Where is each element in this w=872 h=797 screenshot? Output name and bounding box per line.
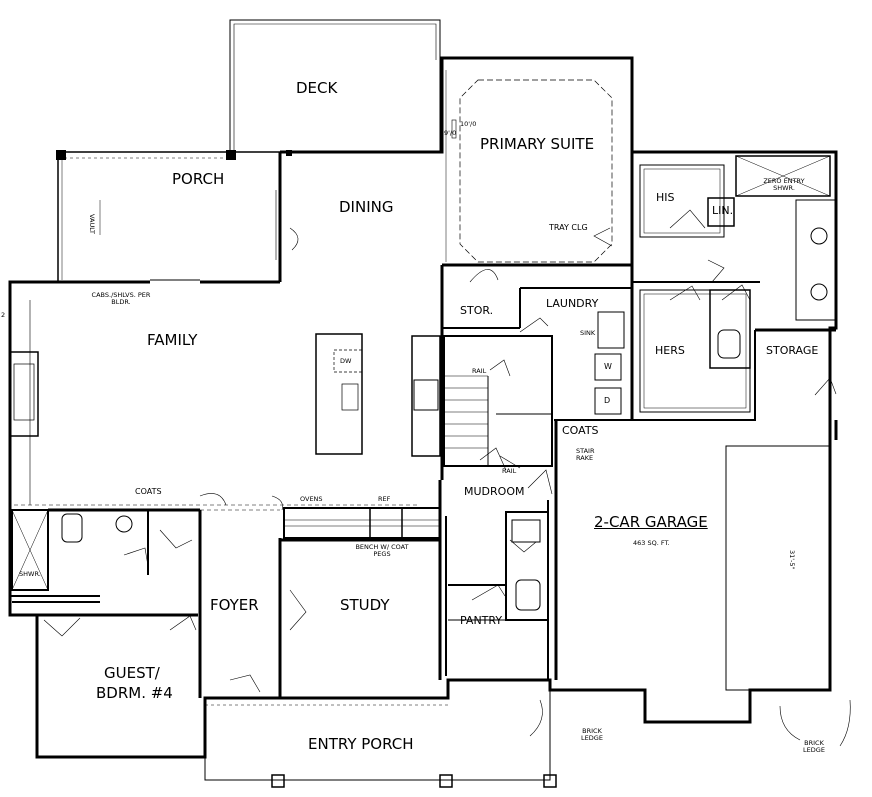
garage-dimension: 31'-5" bbox=[788, 550, 796, 570]
dryer-label: D bbox=[604, 396, 611, 405]
ceiling-height-10: 10'/0 bbox=[460, 120, 477, 128]
exterior-wall bbox=[8, 56, 838, 759]
rail-label-bottom: RAIL bbox=[502, 467, 517, 475]
dishwasher-label: DW bbox=[340, 357, 352, 365]
bench-label: BENCH W/ COAT PEGS bbox=[355, 543, 409, 558]
room-label-storage: STORAGE bbox=[766, 344, 819, 357]
room-label-hers: HERS bbox=[655, 344, 685, 357]
room-label-foyer: FOYER bbox=[210, 596, 259, 614]
garage-area-label: 463 SQ. FT. bbox=[633, 539, 670, 547]
deck-outline bbox=[229, 19, 441, 152]
room-label-guest: GUEST/ bbox=[104, 664, 160, 682]
room-label-porch: PORCH bbox=[172, 170, 225, 188]
room-label-bdrm: BDRM. #4 bbox=[96, 684, 173, 702]
ceiling-height-9: 9'/0 bbox=[444, 129, 457, 137]
cabinets-note: CABS./SHLVS. PER BLDR. bbox=[91, 291, 151, 306]
brick-ledge-label-2: BRICK LEDGE bbox=[803, 739, 825, 754]
room-label-family: FAMILY bbox=[147, 331, 198, 349]
room-label-entry-porch: ENTRY PORCH bbox=[308, 735, 414, 753]
room-label-garage: 2-CAR GARAGE bbox=[594, 513, 708, 531]
coats-label-family: COATS bbox=[135, 487, 162, 496]
tray-ceiling bbox=[459, 79, 613, 263]
room-label-deck: DECK bbox=[296, 79, 338, 97]
room-label-dining: DINING bbox=[339, 198, 394, 216]
zero-entry-shower-label: ZERO ENTRY SHWR. bbox=[763, 177, 805, 192]
porch-post bbox=[226, 150, 236, 160]
rail-label-top: RAIL bbox=[472, 367, 487, 375]
refrigerator-label: REF bbox=[378, 495, 391, 503]
porch-post bbox=[56, 150, 66, 160]
room-label-pantry: PANTRY bbox=[460, 614, 503, 627]
vault-label: VAULT bbox=[88, 214, 96, 234]
room-label-mudroom: MUDROOM bbox=[464, 485, 525, 498]
stair-rake-label: STAIR RAKE bbox=[576, 447, 595, 462]
shower-label: SHWR. bbox=[19, 570, 41, 578]
room-label-his: HIS bbox=[656, 191, 675, 204]
sink-label: SINK bbox=[580, 329, 596, 337]
room-label-laundry: LAUNDRY bbox=[546, 297, 599, 310]
entry-porch-outline bbox=[204, 690, 551, 781]
room-label-study: STUDY bbox=[340, 596, 390, 614]
tray-ceiling-label: TRAY CLG bbox=[549, 223, 588, 232]
washer-label: W bbox=[604, 362, 612, 371]
ovens-label: OVENS bbox=[300, 495, 323, 503]
brick-ledge-label-1: BRICK LEDGE bbox=[581, 727, 603, 742]
edge-mark: 2 bbox=[1, 311, 6, 319]
room-label-stor: STOR. bbox=[460, 304, 494, 317]
coats-closet-label-hall: COATS bbox=[562, 424, 599, 437]
room-label-primary-suite: PRIMARY SUITE bbox=[480, 135, 595, 153]
room-label-lin: LIN. bbox=[712, 204, 734, 217]
